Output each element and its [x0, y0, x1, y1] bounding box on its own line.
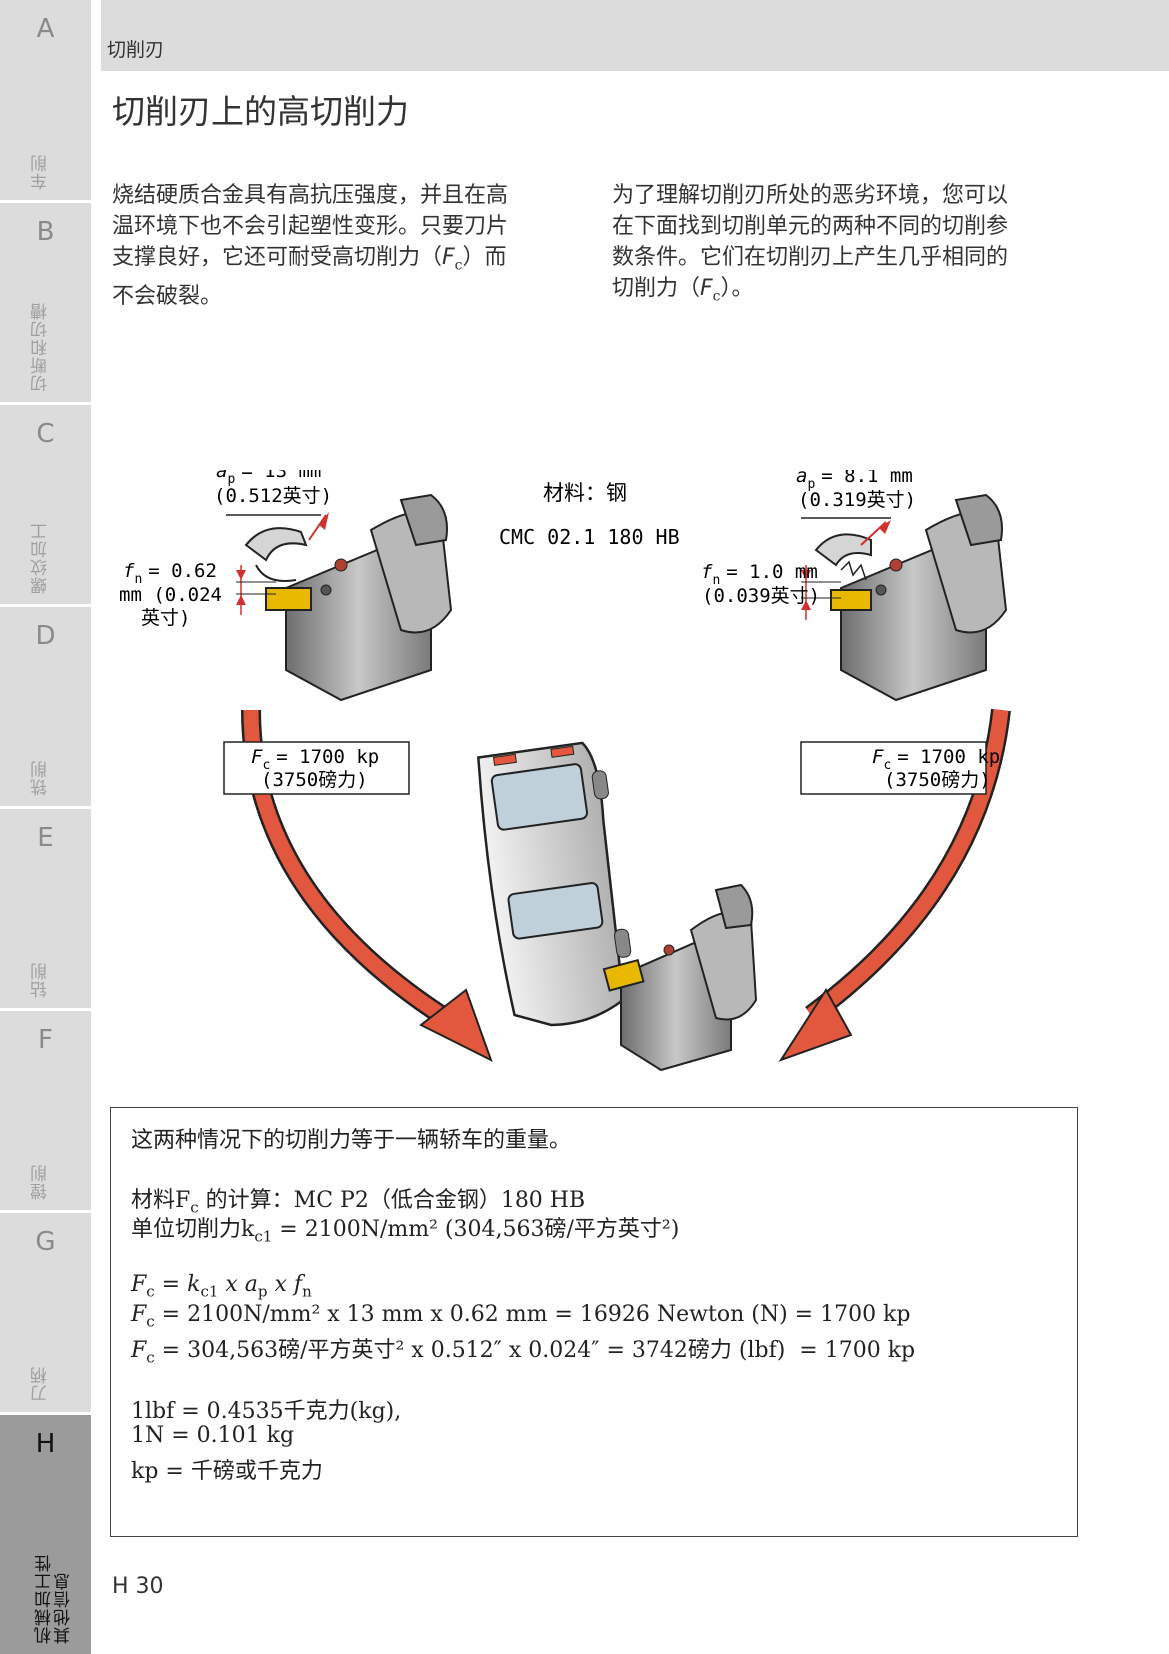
left-fn-line2: mm (0.024: [119, 584, 222, 606]
tab-letter: D: [35, 621, 56, 651]
right-fn-label: fn= 1.0 mm: [701, 561, 818, 588]
right-dimension-marks: [801, 517, 891, 620]
right-force-arrow: [778, 708, 1011, 1062]
material-code: CMC 02.1 180 HB: [499, 525, 680, 549]
tab-letter: B: [36, 217, 55, 247]
page-title: 切削刃上的高切削力: [112, 92, 409, 131]
left-ap-inch: (0.512英寸): [214, 485, 332, 507]
side-tabs: A 车削 B 切断和切槽 C 螺纹加工 D 铣削 E 钻削 F 镗削 G 刀柄 …: [0, 0, 91, 1654]
tab-letter: A: [36, 14, 55, 44]
right-fn-inch: (0.039英寸): [702, 585, 820, 607]
intro-right: 为了理解切削刃所处的恶劣环境，您可以 在下面找到切削单元的两种不同的切削参 数条…: [612, 180, 1072, 312]
tab-letter: E: [37, 823, 54, 853]
header-bar: 切削刃: [101, 0, 1169, 71]
text-line: 数条件。它们在切削刃上产生几乎相同的: [612, 245, 1009, 270]
text-line: 不会破裂。: [112, 284, 223, 310]
tab-label: 机械加工性 其他信息: [35, 1554, 74, 1644]
tab-a[interactable]: A 车削: [0, 0, 91, 200]
tab-label: 螺纹加工: [31, 522, 51, 594]
tab-label: 车削: [31, 154, 51, 190]
text-line: 切削力（Fc）。: [612, 276, 754, 305]
conversion-1: 1lbf = 0.4535千克力(kg),: [131, 1399, 402, 1424]
right-tool-illustration: [814, 493, 1008, 702]
left-tool-illustration: [244, 493, 453, 702]
left-fc-label: Fc= 1700 kp: [251, 746, 379, 773]
tab-letter: F: [38, 1025, 53, 1055]
formula-3: Fc = 304,563磅/平方英寸² x 0.512″ x 0.024″ = …: [131, 1338, 916, 1367]
text-line: 在下面找到切削单元的两种不同的切削参: [612, 214, 1009, 239]
left-fn-line3: 英寸): [141, 607, 190, 629]
conversion-2: 1N = 0.101 kg: [131, 1423, 295, 1448]
right-fc-lbf: (3750磅力): [884, 769, 991, 791]
intro-left: 烧结硬质合金具有高抗压强度，并且在高 温环境下也不会引起塑性变形。只要刀片 支撑…: [112, 180, 572, 312]
box-specific-force: 单位切削力kc1 = 2100N/mm² (304,563磅/平方英寸²): [131, 1217, 680, 1246]
tab-letter: C: [36, 419, 55, 449]
conversion-3: kp = 千磅或千克力: [131, 1459, 323, 1484]
car-illustration: [477, 741, 632, 1027]
tab-label: 钻削: [31, 962, 51, 998]
tab-b[interactable]: B 切断和切槽: [0, 203, 91, 402]
section-title: 切削刃: [107, 39, 165, 61]
tab-f[interactable]: F 镗削: [0, 1011, 91, 1210]
tab-g[interactable]: G 刀柄: [0, 1213, 91, 1412]
page-number: H 30: [112, 1574, 164, 1599]
tab-letter: G: [35, 1227, 56, 1257]
cutting-force-figure: ap= 13 mm (0.512英寸) fn= 0.62 mm (0.024 英…: [101, 460, 1101, 1090]
left-fn-label: fn= 0.62: [123, 560, 217, 587]
text-line: 支撑良好，它还可耐受高切削力（Fc）而: [112, 245, 507, 274]
tab-label: 铣削: [31, 760, 51, 796]
tab-h[interactable]: H 机械加工性 其他信息: [0, 1415, 91, 1654]
bottom-tool-illustration: [602, 883, 758, 1072]
formula-2: Fc = 2100N/mm² x 13 mm x 0.62 mm = 16926…: [131, 1302, 911, 1331]
formula-1: Fc = kc1 x ap x fn: [131, 1272, 312, 1301]
tab-label: 刀柄: [31, 1366, 51, 1402]
box-summary: 这两种情况下的切削力等于一辆轿车的重量。: [131, 1128, 572, 1153]
box-material-calc: 材料Fc 的计算：MC P2（低合金钢）180 HB: [131, 1188, 586, 1217]
text-line: 烧结硬质合金具有高抗压强度，并且在高: [112, 183, 509, 208]
right-force-box: [800, 741, 987, 795]
right-fc-label: Fc= 1700 kp: [872, 746, 1000, 773]
left-force-box: [223, 741, 410, 795]
calculation-box: 这两种情况下的切削力等于一辆轿车的重量。 材料Fc 的计算：MC P2（低合金钢…: [110, 1107, 1078, 1537]
left-dimension-marks: [226, 512, 329, 615]
tab-label: 镗削: [31, 1164, 51, 1200]
tab-label: 切断和切槽: [31, 302, 51, 392]
tab-e[interactable]: E 钻削: [0, 809, 91, 1008]
tab-letter: H: [35, 1429, 56, 1459]
left-fc-lbf: (3750磅力): [261, 769, 368, 791]
tab-c[interactable]: C 螺纹加工: [0, 405, 91, 604]
text-line: 温环境下也不会引起塑性变形。只要刀片: [112, 214, 509, 239]
text-line: 为了理解切削刃所处的恶劣环境，您可以: [612, 183, 1009, 208]
material-label: 材料：钢: [543, 481, 627, 505]
tab-d[interactable]: D 铣削: [0, 607, 91, 806]
right-ap-label: ap= 8.1 mm: [796, 470, 913, 492]
right-ap-inch: (0.319英寸): [798, 489, 916, 511]
